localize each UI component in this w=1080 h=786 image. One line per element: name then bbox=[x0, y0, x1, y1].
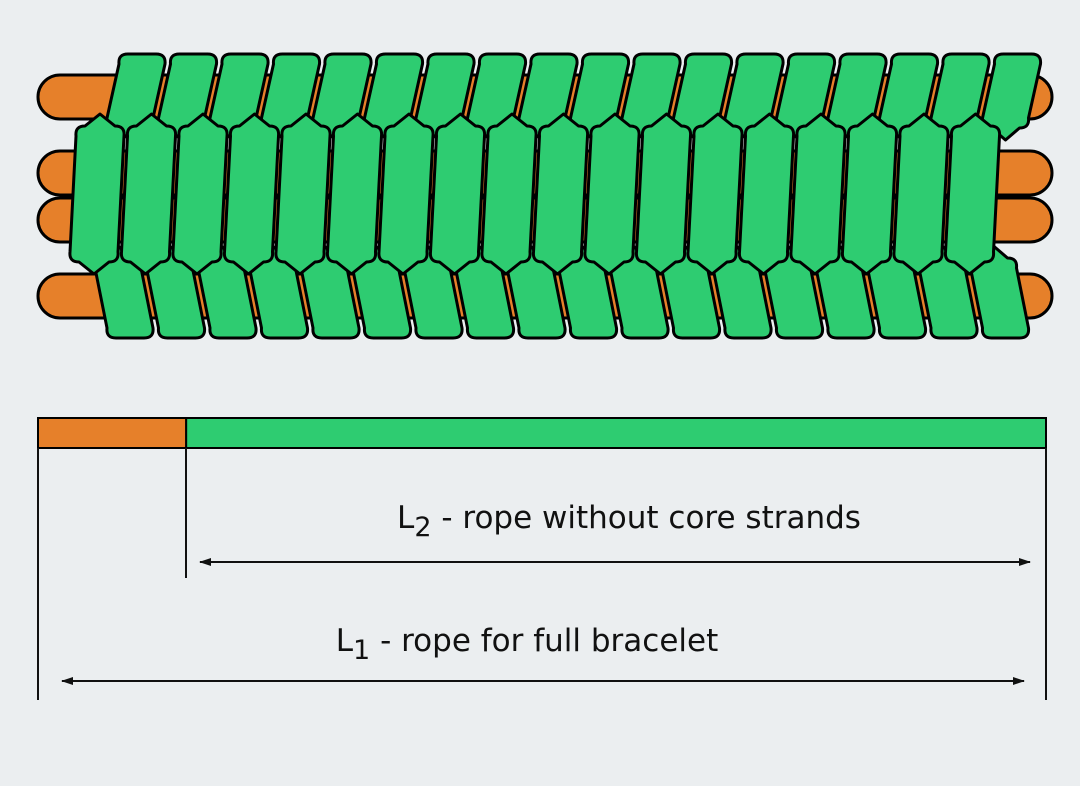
braid-cell-middle bbox=[737, 112, 796, 276]
braid-cell-middle bbox=[480, 112, 538, 276]
l1-description: - rope for full bracelet bbox=[370, 623, 718, 659]
core-strand-segment bbox=[37, 417, 188, 449]
braid-cell-middle bbox=[68, 112, 126, 276]
braid-cell-middle bbox=[325, 112, 384, 276]
braided-rope-illustration bbox=[36, 52, 1054, 340]
braid-cell-middle bbox=[171, 112, 229, 276]
l1-letter: L bbox=[336, 623, 354, 659]
braid-cell-middle bbox=[892, 112, 950, 276]
braid-cell-middle bbox=[840, 112, 899, 276]
braid-cell-middle bbox=[119, 112, 178, 276]
l2-letter: L bbox=[397, 500, 415, 536]
braid-cell-middle bbox=[428, 112, 487, 276]
l1-dimension: L1 - rope for full bracelet bbox=[61, 623, 1025, 685]
length-bar bbox=[37, 417, 1047, 449]
braid-cell-middle bbox=[583, 112, 641, 276]
braid-cell-middle bbox=[634, 112, 693, 276]
braid-cell-middle bbox=[274, 112, 332, 276]
l2-description: - rope without core strands bbox=[432, 500, 861, 536]
l2-label: L2 - rope without core strands bbox=[397, 500, 861, 543]
braid-cell-middle bbox=[222, 112, 281, 276]
braid-cells bbox=[68, 52, 1043, 340]
braid-cell-middle bbox=[789, 112, 847, 276]
l2-subscript: 2 bbox=[414, 512, 431, 543]
braid-cell-middle bbox=[943, 112, 1002, 276]
braid-cell-middle bbox=[531, 112, 590, 276]
l1-subscript: 1 bbox=[353, 635, 370, 666]
braid-cell-middle bbox=[686, 112, 744, 276]
braided-segment bbox=[185, 417, 1047, 449]
l1-label: L1 - rope for full bracelet bbox=[336, 623, 719, 666]
braid-cell-top bbox=[980, 52, 1043, 142]
braid-cell-middle bbox=[377, 112, 435, 276]
l2-dimension: L2 - rope without core strands bbox=[199, 500, 1031, 566]
